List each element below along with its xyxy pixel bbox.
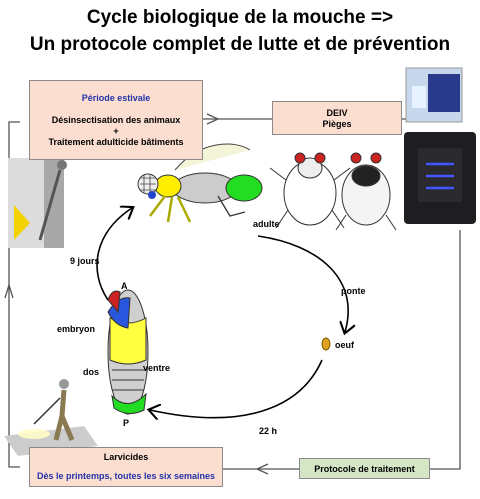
fly-drawing-male: [335, 152, 397, 231]
frame-left-bottom: [8, 445, 20, 468]
arrow-pupa-to-adulte: [96, 208, 132, 301]
label-oeuf: oeuf: [335, 340, 354, 350]
summer-period-box: Période estivale Désinsectisation des an…: [29, 80, 203, 160]
summer-line-2: +: [113, 126, 119, 136]
summer-line-1: Désinsectisation des animaux: [51, 115, 181, 125]
label-9-jours: 9 jours: [70, 256, 100, 266]
fly-drawings: [269, 152, 397, 231]
frame-right-line: [430, 230, 461, 470]
deiv-line-2: Pièges: [322, 119, 352, 129]
label-adulte: adulte: [253, 219, 280, 229]
larvicides-box: Larvicides Dès le printemps, toutes les …: [29, 447, 223, 487]
arrow-oeuf-to-pupa: [150, 359, 323, 418]
frame-top-arrowhead: [206, 113, 220, 125]
deiv-box: DEIV Pièges: [272, 101, 402, 135]
building-door-illustration: [8, 150, 67, 248]
pupa-label-dos: dos: [83, 367, 100, 377]
deiv-trap-photo-large: [404, 132, 476, 224]
larvicides-heading: Larvicides: [103, 452, 149, 462]
pupa-label-a: A: [121, 281, 128, 291]
pupa-illustration: [107, 289, 149, 415]
frame-left-arrowhead: [4, 282, 14, 299]
frame-left-line: [8, 121, 20, 445]
title-line-2: Un protocole complet de lutte et de prév…: [29, 34, 451, 55]
deiv-line-1: DEIV: [326, 108, 348, 118]
arrow-adulte-to-oeuf: [257, 235, 348, 332]
egg-icon: [321, 337, 331, 351]
outer-frame: [4, 113, 461, 475]
larvicides-subtitle: Dès le printemps, toutes les six semaine…: [36, 471, 216, 481]
title-line-1: Cycle biologique de la mouche =>: [86, 7, 394, 28]
deiv-trap-photo-small: [405, 67, 463, 123]
cycle-arrows: [96, 208, 348, 418]
summer-line-3: Traitement adulticide bâtiments: [48, 137, 184, 147]
label-ponte: ponte: [341, 286, 366, 296]
spraying-person-illustration: [4, 379, 98, 456]
pupa-label-ventre: ventre: [143, 363, 171, 373]
pupa-label-embryon: embryon: [57, 324, 96, 334]
label-22h: 22 h: [259, 426, 278, 436]
treatment-protocol-label: Protocole de traitement: [314, 464, 415, 474]
summer-period-heading: Période estivale: [81, 93, 151, 103]
adult-fly-illustration: [137, 143, 263, 223]
treatment-protocol-box: Protocole de traitement: [299, 458, 430, 479]
pupa-label-p: P: [123, 418, 130, 428]
fly-drawing-female: [269, 152, 351, 229]
frame-bottom-arrowhead: [255, 463, 269, 475]
